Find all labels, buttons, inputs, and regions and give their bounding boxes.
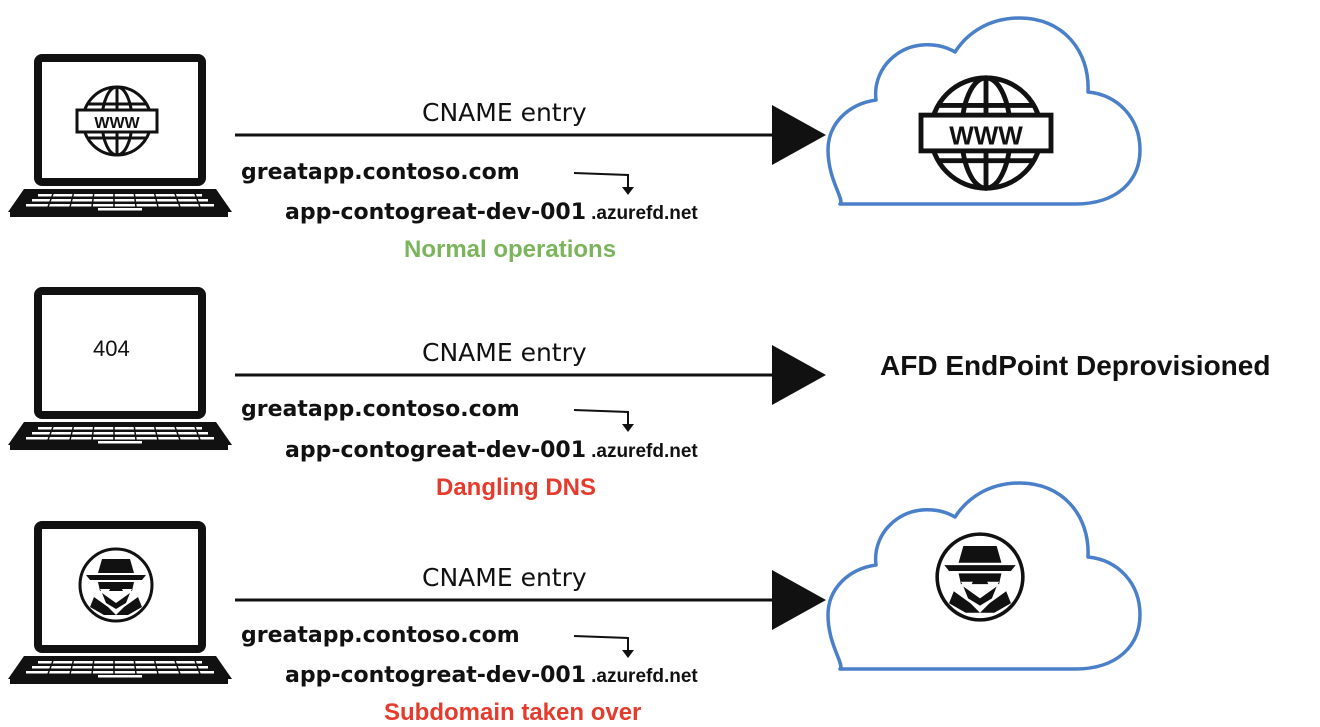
status-label: Normal operations [404, 236, 617, 263]
domain-label: greatapp.contoso.com [241, 160, 520, 185]
cname-arrow [235, 345, 826, 405]
cname-label: CNAME entry [422, 563, 587, 592]
cname-target: app-contogreat-dev-001 .azurefd.net [285, 438, 698, 463]
resolve-arrow [573, 172, 634, 195]
cname-target: app-contogreat-dev-001 .azurefd.net [285, 663, 698, 688]
target-host: app-contogreat-dev-001 [285, 438, 586, 463]
status-label: Subdomain taken over [384, 699, 642, 726]
target-zone: .azurefd.net [591, 666, 698, 687]
row-normal: CNAME entry greatapp.contoso.com app-con… [0, 0, 1320, 270]
cname-arrow [235, 105, 826, 165]
status-label: Dangling DNS [436, 474, 596, 501]
cname-arrow [235, 570, 826, 630]
target-host: app-contogreat-dev-001 [285, 200, 586, 225]
cname-label: CNAME entry [422, 338, 587, 367]
target-zone: .azurefd.net [591, 203, 698, 224]
cname-label: CNAME entry [422, 98, 587, 127]
resolve-arrow [573, 635, 634, 658]
cname-target: app-contogreat-dev-001 .azurefd.net [285, 200, 698, 225]
hacker-icon [935, 532, 1025, 622]
target-host: app-contogreat-dev-001 [285, 663, 586, 688]
domain-label: greatapp.contoso.com [241, 397, 520, 422]
resolve-arrow [573, 409, 634, 432]
afd-endpoint-status: AFD EndPoint Deprovisioned [880, 350, 1271, 381]
error-code-text: 404 [93, 336, 130, 361]
row-dangling: 404 CNAME entry greatapp.contoso.com app… [7, 286, 1271, 501]
domain-label: greatapp.contoso.com [241, 623, 520, 648]
target-zone: .azurefd.net [591, 441, 698, 462]
cloud-icon [826, 481, 1142, 671]
